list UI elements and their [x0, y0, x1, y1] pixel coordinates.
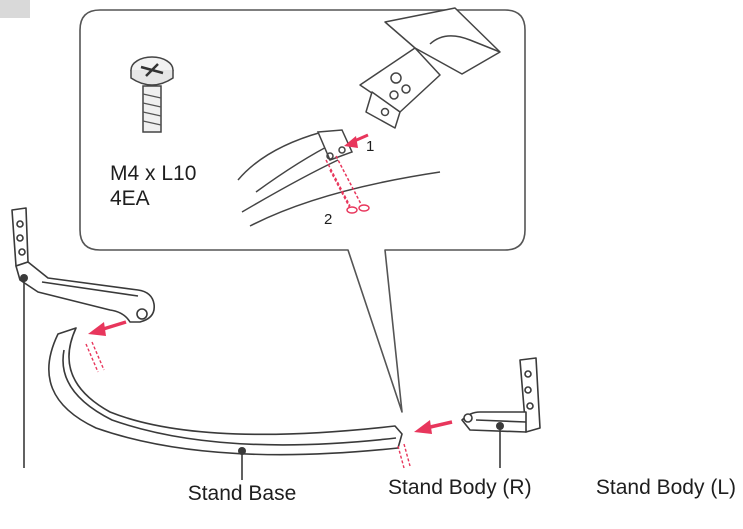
- step-1-number: 1: [366, 138, 374, 155]
- stand-body-left: [11, 207, 156, 323]
- base-screw-guides: [397, 443, 411, 469]
- insert-arrow-icon: [344, 133, 369, 148]
- left-insert-arrow-icon: [88, 320, 127, 336]
- right-insert-arrow-icon: [414, 420, 453, 434]
- stand-body-right-leader-dot: [496, 422, 504, 430]
- stand-base-label: Stand Base: [188, 482, 297, 505]
- callout-bubble: [79, 9, 526, 413]
- stand-body-right-label: Stand Body (R): [388, 476, 532, 499]
- phillips-screw-icon: [130, 56, 174, 133]
- step-2-number: 2: [324, 211, 332, 228]
- stand-body-left-leader-dot: [20, 274, 28, 282]
- screw-insert-guides: [325, 155, 363, 213]
- corner-tab: [0, 0, 30, 18]
- stand-body-right: [461, 357, 541, 433]
- stand-body-left-label: Stand Body (L): [596, 476, 736, 499]
- stand-base-leader-dot: [238, 447, 246, 455]
- detail-stand-arm: [359, 7, 501, 129]
- screw-quantity-label: 4EA: [110, 187, 150, 210]
- detail-stand-base: [237, 129, 441, 227]
- left-screw-guides: [85, 341, 105, 373]
- small-screw-icon: [346, 204, 370, 214]
- screw-spec-label: M4 x L10: [110, 162, 196, 185]
- stand-base: [48, 327, 403, 456]
